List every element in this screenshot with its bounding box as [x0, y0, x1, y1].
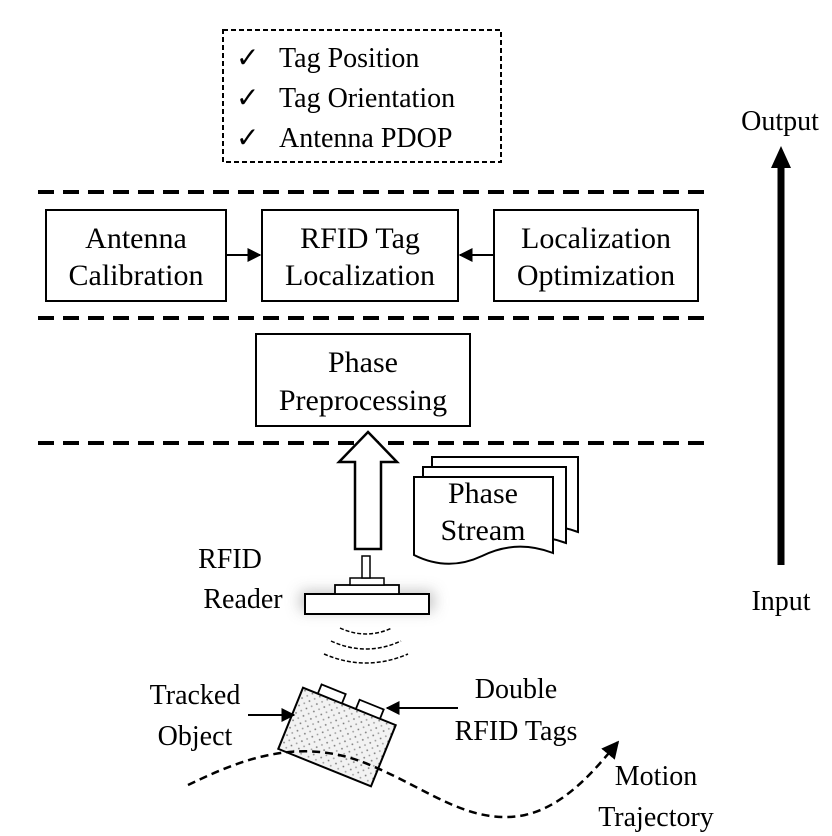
- output-item-tag-orientation: Tag Orientation: [279, 83, 455, 114]
- double-rfid-tags-line1: Double: [475, 674, 557, 705]
- phase-preprocessing-line2: Preprocessing: [279, 384, 447, 417]
- input-label: Input: [751, 586, 810, 617]
- radio-waves-icon: [323, 627, 409, 664]
- phase-stream-document-stack-icon: [413, 456, 579, 565]
- rfid-reader-line1: RFID: [198, 544, 262, 575]
- localization-optimization-line2: Optimization: [517, 259, 675, 292]
- rfid-tag-localization-line2: Localization: [285, 259, 435, 292]
- input-output-axis: Output Input: [741, 106, 819, 617]
- phase-stream-line2: Stream: [441, 514, 526, 547]
- output-item-antenna-pdop: Antenna PDOP: [279, 123, 452, 154]
- localization-optimization-line1: Localization: [521, 222, 671, 255]
- localization-optimization-box: Localization Optimization: [493, 209, 699, 302]
- rfid-reader-line2: Reader: [203, 584, 283, 615]
- rfid-tag-localization-line1: RFID Tag: [300, 222, 420, 255]
- rfid-reader-device-icon: [300, 555, 434, 615]
- rfid-tag-icon: [354, 698, 385, 720]
- output-list-box: ✓ Tag Position ✓ Tag Orientation ✓ Anten…: [222, 29, 502, 163]
- motion-trajectory-line2: Trajectory: [598, 802, 714, 833]
- antenna-calibration-box: Antenna Calibration: [45, 209, 227, 302]
- axis-arrow-head-icon: [771, 146, 791, 168]
- output-label: Output: [741, 106, 819, 137]
- motion-trajectory-path: [187, 740, 620, 819]
- phase-stream-line1: Phase: [448, 477, 518, 510]
- reader-to-preprocessing-arrow-icon: [336, 430, 400, 551]
- motion-trajectory-line1: Motion: [615, 761, 697, 792]
- tracked-object-line1: Tracked: [150, 680, 241, 711]
- phase-preprocessing-box: Phase Preprocessing: [255, 333, 471, 427]
- check-mark-icon: ✓: [236, 43, 259, 74]
- tracked-object-line2: Object: [158, 721, 233, 752]
- phase-preprocessing-line1: Phase: [328, 346, 398, 379]
- rfid-tag-icon: [316, 683, 347, 705]
- rfid-tag-localization-box: RFID Tag Localization: [261, 209, 459, 302]
- double-rfid-tags-line2: RFID Tags: [455, 716, 578, 747]
- antenna-calibration-line1: Antenna: [85, 222, 187, 255]
- antenna-calibration-line2: Calibration: [69, 259, 204, 292]
- output-list-border: [222, 29, 502, 163]
- check-mark-icon: ✓: [236, 123, 259, 154]
- output-item-tag-position: Tag Position: [279, 43, 419, 74]
- check-mark-icon: ✓: [236, 83, 259, 114]
